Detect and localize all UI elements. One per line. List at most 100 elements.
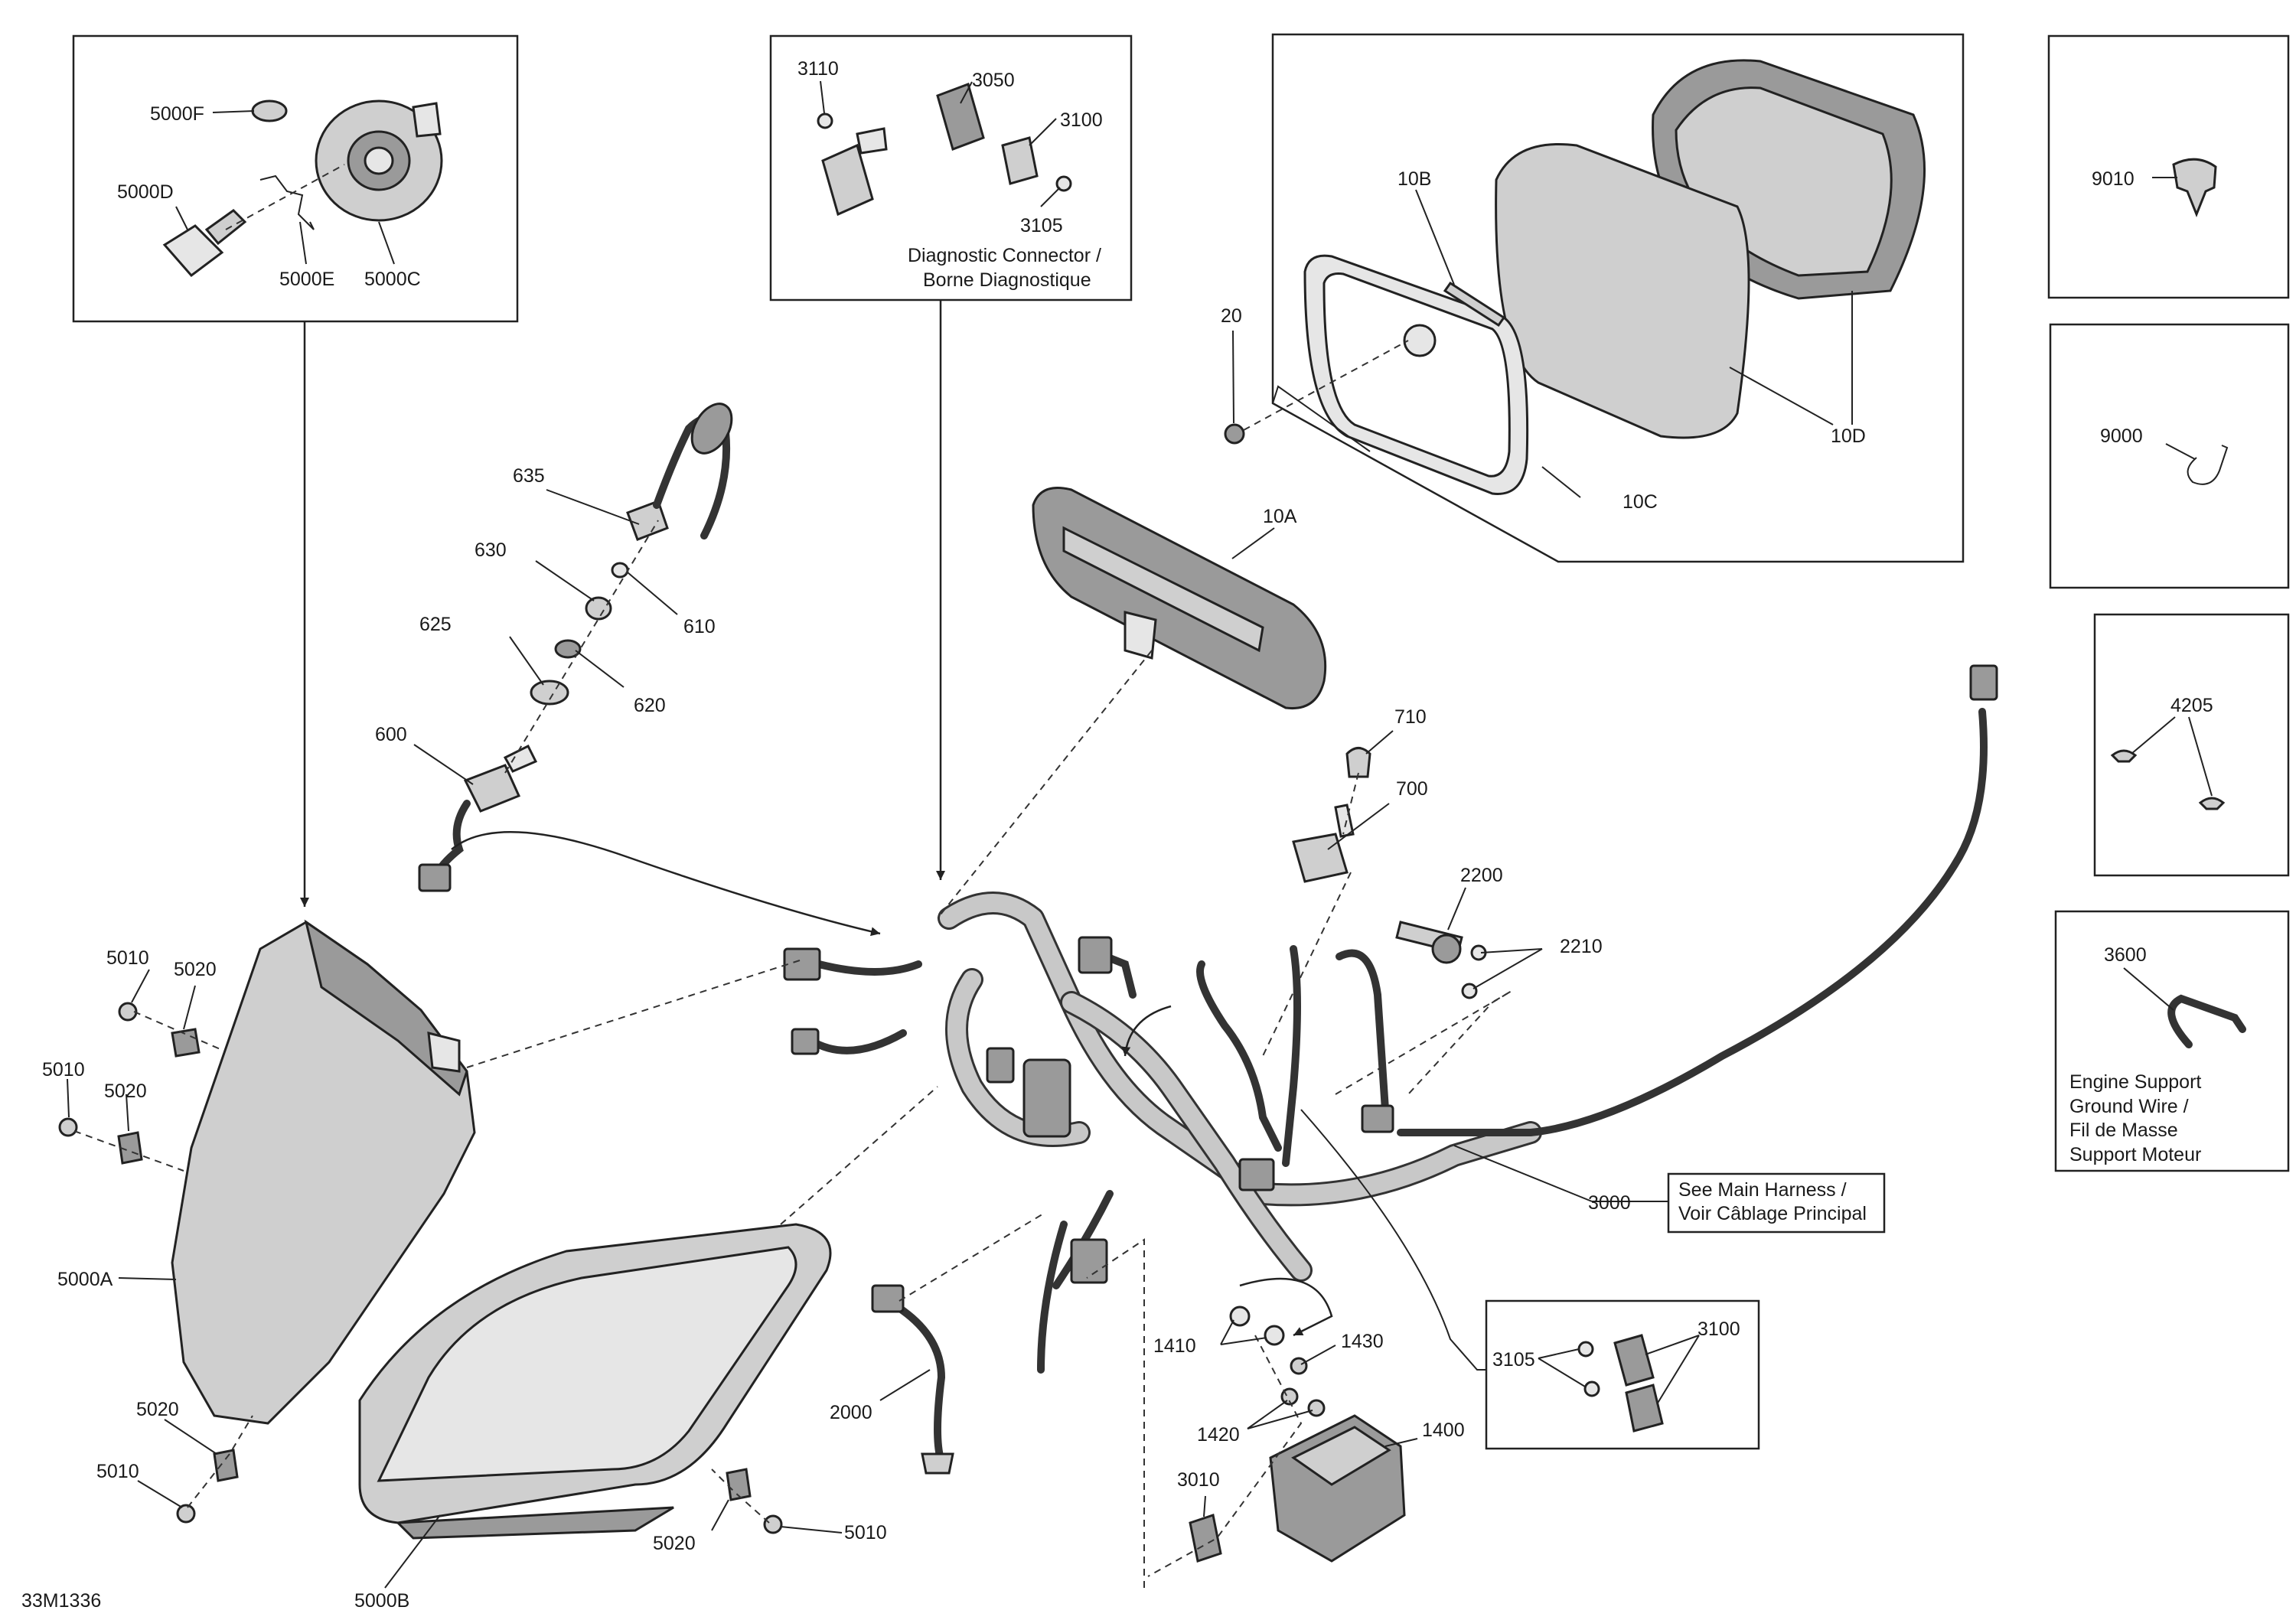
label-3105-diag: 3105 — [1020, 215, 1063, 236]
label-1420: 1420 — [1197, 1424, 1240, 1446]
label-5000b: 5000B — [354, 1590, 409, 1612]
label-3110: 3110 — [797, 58, 839, 80]
harness-to-relay-curve — [1300, 1109, 1486, 1371]
label-10d: 10D — [1831, 425, 1866, 447]
label-5000c: 5000C — [364, 269, 421, 290]
label-5020-d: 5020 — [653, 1533, 696, 1554]
label-1410: 1410 — [1153, 1335, 1196, 1357]
callout-leaders — [67, 80, 2213, 1589]
diagnostic-connector-inset — [769, 34, 1133, 302]
label-3100-diag: 3100 — [1060, 109, 1103, 131]
headlight-bulb-inset — [72, 34, 519, 323]
small-bulb-shape — [251, 99, 288, 122]
label-3600: 3600 — [2104, 944, 2147, 966]
ground-wire-shape — [2167, 994, 2246, 1048]
label-10a: 10A — [1263, 506, 1297, 527]
sensor-2000-connector — [871, 1284, 905, 1313]
label-10c: 10C — [1623, 491, 1658, 513]
label-620: 620 — [634, 695, 666, 716]
sensor-to-harness-arrow — [451, 831, 881, 937]
main-harness-shape — [807, 891, 1542, 1374]
rivet-4205-inset — [2093, 613, 2290, 877]
label-9010: 9010 — [2092, 168, 2135, 190]
cap-635-group — [626, 403, 733, 541]
cluster-dash — [1243, 340, 1409, 431]
bulb-axis-dash — [225, 164, 345, 230]
label-5000d: 5000D — [117, 181, 174, 203]
strap-9000-inset — [2049, 323, 2290, 589]
hardware-1410-1430-1420 — [1229, 1305, 1326, 1417]
main-harness-note-2: Voir Câblage Principal — [1678, 1203, 1867, 1224]
dash-cluster-harness — [937, 650, 1153, 919]
main-harness-note-box — [1667, 1172, 1886, 1234]
harness-connectors — [783, 936, 1394, 1284]
clip-3010-shape — [1189, 1514, 1222, 1563]
ground-curve-arrow — [1121, 1005, 1172, 1057]
headlight-fasteners — [58, 1002, 783, 1534]
ground-caption-1: Engine Support — [2069, 1071, 2201, 1093]
bulb-710-shape — [1345, 747, 1371, 778]
dash-switch — [1262, 872, 1352, 1057]
label-5000f: 5000F — [150, 103, 204, 125]
sensor-600-group — [418, 744, 538, 892]
label-635: 635 — [513, 465, 545, 487]
label-1430: 1430 — [1341, 1331, 1384, 1352]
label-9000: 9000 — [2100, 425, 2143, 447]
long-wire-shape — [1397, 708, 1988, 1136]
dash-bulb-switch — [1342, 772, 1359, 835]
cluster-screw-10b-shape — [1443, 281, 1506, 328]
label-5010-a: 5010 — [106, 947, 149, 969]
label-2000: 2000 — [830, 1402, 872, 1423]
nut-630-shape — [585, 596, 612, 621]
washer-625-shape — [530, 680, 569, 706]
ground-wire-inset — [2054, 910, 2290, 1172]
label-5020-c: 5020 — [136, 1399, 179, 1420]
diagnostic-connector-shape — [936, 83, 985, 151]
label-1400: 1400 — [1422, 1420, 1465, 1441]
label-10b: 10B — [1397, 168, 1431, 190]
label-2210: 2210 — [1560, 936, 1603, 957]
cluster-leader — [1272, 385, 1371, 452]
rivet-4205-shapes — [2110, 749, 2226, 810]
diagnostic-cover-shape — [1001, 136, 1039, 185]
dash-2000 — [899, 1212, 1045, 1302]
label-5010-d: 5010 — [844, 1522, 887, 1543]
strap-9000-shape — [2187, 445, 2229, 485]
label-2200: 2200 — [1460, 865, 1503, 886]
long-wire-connector — [1969, 664, 1998, 701]
diagnostic-bracket-shape — [821, 127, 888, 217]
label-5010-b: 5010 — [42, 1059, 85, 1081]
dash-5010-d — [711, 1468, 770, 1524]
switch-700-group — [1292, 803, 1355, 883]
label-3100-relay: 3100 — [1698, 1318, 1740, 1340]
spring-clip-shape — [259, 174, 315, 230]
drawing-id: 33M1336 — [21, 1590, 101, 1612]
screw-3105-shape — [1055, 175, 1072, 192]
nut-3110-shape — [817, 112, 833, 129]
label-710: 710 — [1394, 706, 1427, 728]
socket-2200-group — [1395, 921, 1463, 964]
dash-headlight-b — [780, 1086, 938, 1225]
label-5010-c: 5010 — [96, 1461, 139, 1482]
ground-caption-3: Fil de Masse — [2069, 1120, 2178, 1141]
bulb-shape — [162, 209, 247, 278]
diagnostic-caption-1: Diagnostic Connector / — [908, 245, 1101, 266]
headlight-5000a-shape — [171, 919, 476, 1425]
label-3105-relay: 3105 — [1492, 1349, 1535, 1371]
nut-2210-b — [1461, 983, 1478, 999]
grommet-20-shape — [1224, 423, 1245, 445]
sensor-2000-tip — [921, 1452, 954, 1475]
instrument-cluster-inset — [1271, 33, 1965, 563]
dash-headlight-a — [466, 960, 801, 1068]
label-5000a: 5000A — [57, 1269, 113, 1290]
module-1400-group — [1269, 1414, 1406, 1563]
label-20: 20 — [1221, 305, 1242, 327]
dash-relay-vertical — [1086, 1238, 1145, 1588]
label-4205: 4205 — [2170, 695, 2213, 716]
relay-3100-parts — [1577, 1334, 1664, 1433]
dash-5010-a — [133, 1011, 223, 1051]
label-630: 630 — [475, 539, 507, 561]
headlight-5000b-shape — [358, 1223, 832, 1540]
label-610: 610 — [683, 616, 716, 637]
